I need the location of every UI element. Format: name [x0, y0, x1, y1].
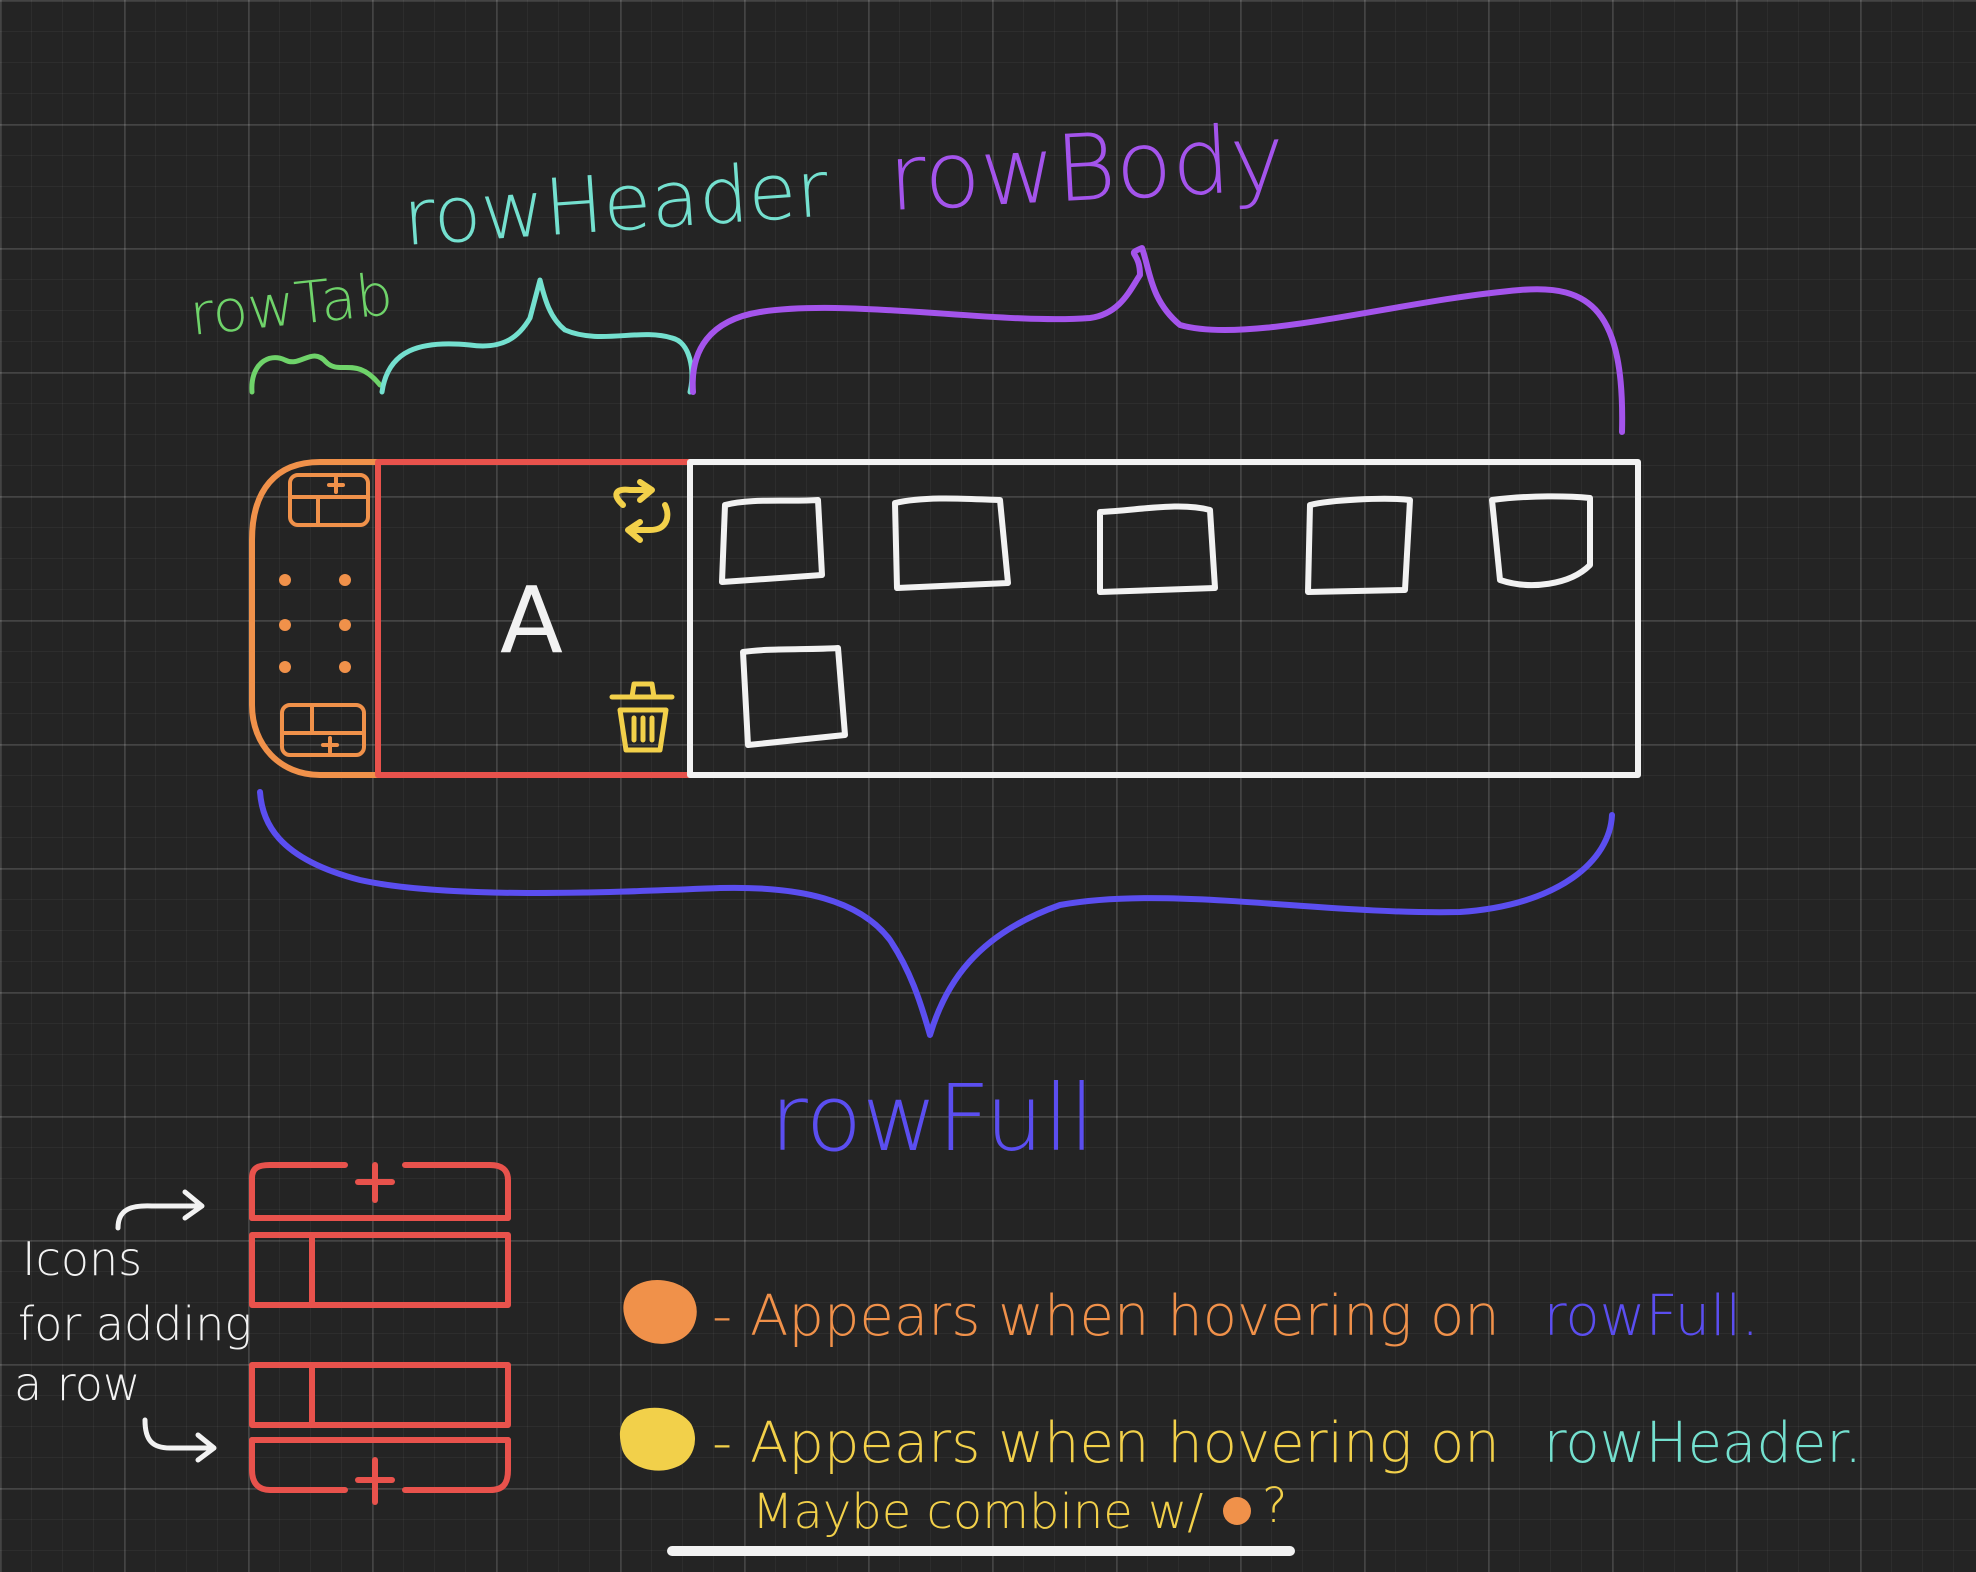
cell-box[interactable]: [719, 497, 825, 585]
orange-note-target: rowFull.: [1544, 1284, 1759, 1349]
drag-handle-icon[interactable]: [279, 574, 351, 673]
yellow-followup-end: ?: [1262, 1478, 1287, 1534]
add-row-below-icon-large: [249, 1362, 511, 1505]
side-note-line3: a row: [14, 1357, 140, 1411]
add-row-below-icon[interactable]: [280, 703, 366, 757]
home-indicator[interactable]: [667, 1546, 1295, 1556]
row-tab-brace: [249, 353, 383, 395]
trash-icon[interactable]: [609, 681, 675, 753]
arrow-to-below-icon: [142, 1417, 215, 1451]
orange-dot: [1223, 1497, 1251, 1525]
orange-note-text: - Appears when hovering on: [712, 1284, 1500, 1349]
add-row-above-icon-large: [249, 1162, 511, 1308]
row-body-label: rowBody: [886, 104, 1288, 232]
row-full-label: rowFull: [770, 1065, 1095, 1172]
yellow-note-target: rowHeader.: [1544, 1411, 1862, 1476]
cell-box[interactable]: [1097, 503, 1218, 595]
cell-box[interactable]: [1489, 493, 1593, 588]
arrow-to-above-icon: [115, 1203, 203, 1231]
row-body-brace: [689, 245, 1626, 435]
cell-box[interactable]: [740, 645, 848, 748]
orange-note: - Appears when hovering on rowFull.: [712, 1284, 1759, 1349]
row-tab[interactable]: [249, 459, 381, 778]
row-header-brace: [379, 277, 695, 395]
row-header-label: rowHeader: [400, 144, 831, 263]
side-note-line1: Icons: [22, 1232, 142, 1286]
cell-box[interactable]: [892, 495, 1011, 591]
yellow-note-text: - Appears when hovering on: [712, 1411, 1500, 1476]
refresh-icon[interactable]: [613, 479, 671, 543]
yellow-note: - Appears when hovering on rowHeader.: [712, 1411, 1862, 1476]
orange-swatch: [623, 1280, 697, 1344]
cell-box[interactable]: [1305, 495, 1413, 595]
yellow-followup: Maybe combine w/: [752, 1484, 1203, 1540]
row-header-letter: A: [500, 567, 563, 674]
row-full-brace: [257, 789, 1615, 1038]
side-note-line2: for adding: [18, 1297, 252, 1351]
row-body: [687, 459, 1641, 778]
add-row-above-icon[interactable]: [288, 473, 370, 527]
yellow-swatch: [619, 1407, 695, 1471]
row-tab-label: rowTab: [186, 260, 396, 349]
